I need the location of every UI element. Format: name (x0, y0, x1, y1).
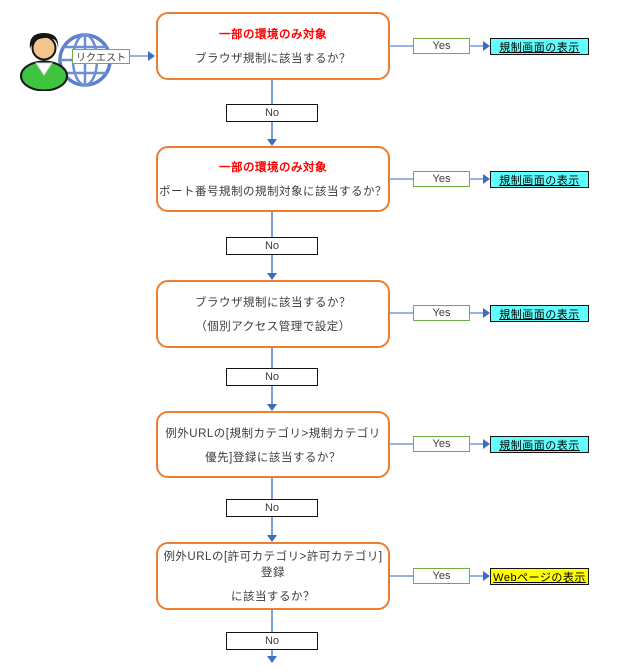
result-text-3: 規制画面の表示 (499, 308, 580, 321)
result-box-2: 規制画面の表示 (490, 171, 589, 188)
result-box-3: 規制画面の表示 (490, 305, 589, 322)
decision-3-question-line1: ブラウザ規制に該当するか？ (195, 297, 351, 309)
yes-label-1: Yes (413, 38, 470, 54)
arrowhead-result-4 (483, 439, 490, 449)
yes-text-4: Yes (432, 438, 451, 450)
connector-yes-2 (390, 178, 413, 180)
connector-result-2 (470, 178, 484, 180)
result-text-4: 規制画面の表示 (499, 439, 580, 452)
decision-box-4: 例外URLの[規制カテゴリ>規制カテゴリ 優先]登録に該当するか？ (156, 411, 390, 478)
connector-request (130, 55, 149, 57)
arrowhead-result-2 (483, 174, 490, 184)
connector-yes-4 (390, 443, 413, 445)
result-box-4: 規制画面の表示 (490, 436, 589, 453)
no-label-3: No (226, 368, 318, 386)
yes-text-3: Yes (432, 307, 451, 319)
decision-4-question-line1: 例外URLの[規制カテゴリ>規制カテゴリ (165, 427, 381, 440)
decision-2-question: ポート番号規制の規制対象に該当するか？ (159, 186, 387, 198)
yes-label-4: Yes (413, 436, 470, 452)
arrowhead-no-4 (267, 535, 277, 542)
user-icon (20, 33, 68, 91)
no-text-4: No (264, 502, 280, 514)
result-box-5: Webページの表示 (490, 568, 589, 585)
decision-1-question: ブラウザ規制に該当するか？ (195, 53, 351, 65)
arrowhead-no-1 (267, 139, 277, 146)
arrowhead-result-1 (483, 41, 490, 51)
arrowhead-no-3 (267, 404, 277, 411)
connector-result-5 (470, 575, 484, 577)
result-text-2: 規制画面の表示 (499, 174, 580, 187)
no-text-2: No (264, 240, 280, 252)
connector-result-1 (470, 45, 484, 47)
no-text-5: No (264, 635, 280, 647)
no-text-3: No (264, 371, 280, 383)
arrowhead-result-5 (483, 571, 490, 581)
decision-5-question-line1: 例外URLの[許可カテゴリ>許可カテゴリ]登録 (163, 551, 383, 579)
request-label: リクエスト (72, 49, 130, 64)
no-text-1: No (264, 107, 280, 119)
yes-label-3: Yes (413, 305, 470, 321)
connector-yes-5 (390, 575, 413, 577)
yes-text-2: Yes (432, 173, 451, 185)
decision-1-badge: 一部の環境のみ対象 (219, 29, 327, 41)
yes-text-5: Yes (432, 570, 451, 582)
request-label-text: リクエスト (76, 53, 126, 64)
arrowhead-request (148, 51, 155, 61)
connector-yes-1 (390, 45, 413, 47)
result-text-1: 規制画面の表示 (499, 41, 580, 54)
decision-5-question-line2: に該当するか？ (231, 591, 315, 603)
no-label-2: No (226, 237, 318, 255)
yes-label-2: Yes (413, 171, 470, 187)
no-label-1: No (226, 104, 318, 122)
arrowhead-no-2 (267, 273, 277, 280)
arrowhead-no-5 (267, 656, 277, 663)
yes-label-5: Yes (413, 568, 470, 584)
connector-result-4 (470, 443, 484, 445)
result-box-1: 規制画面の表示 (490, 38, 589, 55)
decision-box-5: 例外URLの[許可カテゴリ>許可カテゴリ]登録 に該当するか？ (156, 542, 390, 610)
decision-box-2: 一部の環境のみ対象 ポート番号規制の規制対象に該当するか？ (156, 146, 390, 212)
decision-box-1: 一部の環境のみ対象 ブラウザ規制に該当するか？ (156, 12, 390, 80)
decision-2-badge: 一部の環境のみ対象 (219, 162, 327, 174)
no-label-4: No (226, 499, 318, 517)
connector-result-3 (470, 312, 484, 314)
no-label-5: No (226, 632, 318, 650)
decision-3-question-line2: （個別アクセス管理で設定） (195, 321, 351, 333)
arrowhead-result-3 (483, 308, 490, 318)
decision-box-3: ブラウザ規制に該当するか？ （個別アクセス管理で設定） (156, 280, 390, 348)
decision-4-question-line2: 優先]登録に該当するか？ (205, 451, 341, 464)
connector-yes-3 (390, 312, 413, 314)
result-text-5: Webページの表示 (493, 571, 586, 584)
yes-text-1: Yes (432, 40, 451, 52)
